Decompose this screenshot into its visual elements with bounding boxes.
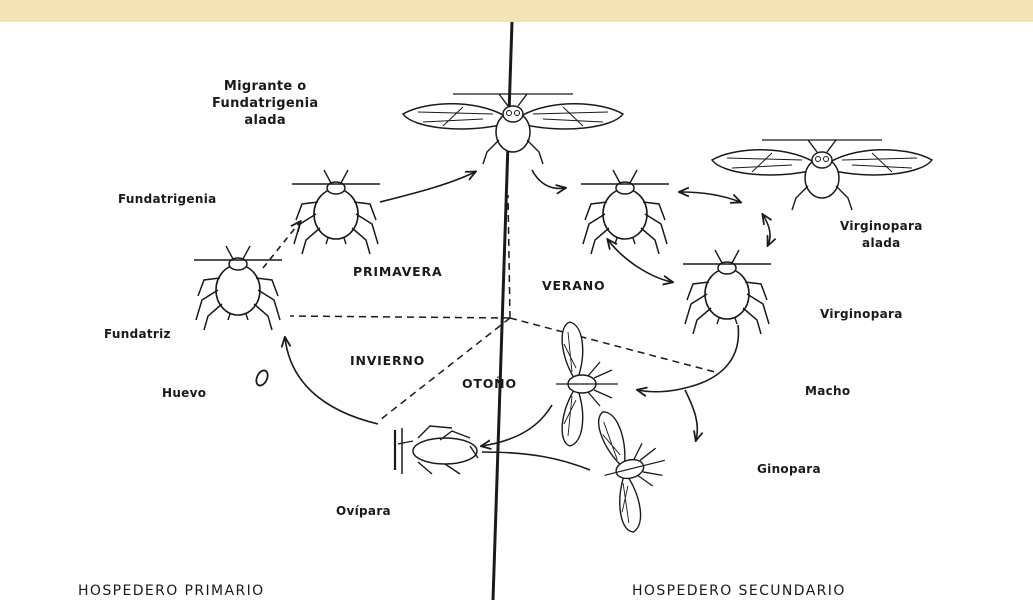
macho-label: Macho [805,384,850,398]
host-primary-label: HOSPEDERO PRIMARIO [78,583,265,599]
virginopara-alada-aphid [712,140,932,210]
season-verano: VERANO [542,278,605,293]
virginopara-aphid [683,250,771,334]
huevo-label: Huevo [162,386,206,400]
ovipara-aphid [395,426,478,474]
season-primavera: PRIMAVERA [353,264,442,279]
migrante-label: Migrante o Fundatrigenia alada [212,78,318,129]
ginopara-aphid [590,400,680,535]
fundatrigenia-aphid [292,170,380,254]
season-invierno: INVIERNO [350,353,425,368]
virginopara-label: Virginopara [820,307,903,321]
huevo-egg [254,369,270,388]
fundatriz-aphid [194,246,282,330]
host-secondary-label: HOSPEDERO SECUNDARIO [632,583,846,599]
virginopara-alada-label: Virginopara alada [840,218,923,252]
verano-aphid [581,170,669,254]
migrante-winged-aphid [403,94,623,164]
season-otono: OTOÑO [462,376,517,391]
fundatriz-label: Fundatriz [104,327,171,341]
ovipara-label: Ovípara [336,504,391,518]
ginopara-label: Ginopara [757,462,821,476]
fundatrigenia-label: Fundatrigenia [118,192,217,206]
